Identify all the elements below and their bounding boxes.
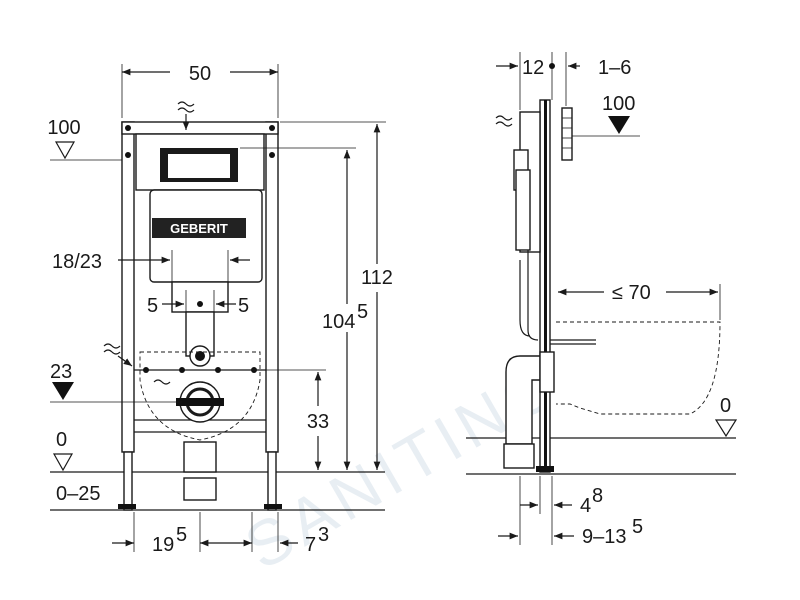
flush-connector-core — [195, 351, 205, 361]
water-supply-icon — [153, 379, 171, 385]
toilet-side-outline — [556, 321, 721, 415]
dim-7-main: 7 — [305, 534, 316, 556]
bolt — [269, 125, 275, 131]
toilet-outline — [139, 351, 261, 441]
level-100-side-label: 100 — [602, 93, 635, 115]
bolt — [143, 367, 149, 373]
reference-point — [549, 63, 555, 69]
drain-bracket-side — [539, 351, 555, 393]
water-supply-icon — [495, 115, 513, 127]
left-rail — [121, 121, 135, 453]
level-100-label: 100 — [47, 117, 80, 139]
dim-0-25: 0–25 — [56, 483, 101, 505]
dim-104-main: 104 — [322, 311, 355, 333]
right-leg — [267, 451, 277, 511]
dim-12: 12 — [522, 57, 544, 79]
left-foot — [118, 504, 136, 509]
left-leg — [123, 451, 133, 511]
level-0-side-label: 0 — [720, 395, 731, 417]
center-mark — [197, 301, 203, 307]
brand-plate — [152, 218, 246, 238]
drain-pipe-lower — [183, 477, 217, 501]
dim-33: 33 — [307, 411, 329, 433]
cistern-lower — [515, 169, 531, 251]
bolt — [179, 367, 185, 373]
water-supply-icon — [177, 101, 195, 113]
level-0-label: 0 — [56, 429, 67, 451]
dim-7-sup: 3 — [318, 524, 329, 546]
water-inlet-arrow — [117, 355, 133, 367]
dim-5-left: 5 — [147, 295, 158, 317]
right-rail — [265, 121, 279, 453]
actuator-side — [561, 107, 573, 161]
dim-depth-70: ≤ 70 — [612, 282, 651, 304]
level-open-triangle — [52, 453, 74, 472]
flush-pipe-side-2 — [519, 260, 531, 337]
side-view: 12 1–6 100 ≤ 70 0 4 8 9–13 5 — [466, 52, 738, 548]
dim-112: 112 — [361, 267, 393, 289]
frame-profile-core — [544, 100, 547, 472]
drain-pipe — [183, 441, 217, 473]
bolt — [125, 152, 131, 158]
right-foot — [264, 504, 282, 509]
drain-bracket — [176, 398, 224, 406]
bolt — [269, 152, 275, 158]
level-23-label: 23 — [50, 361, 72, 383]
dim-19-sup: 5 — [176, 524, 187, 546]
bolt — [215, 367, 221, 373]
frame-foot — [536, 466, 554, 472]
bolt — [125, 125, 131, 131]
drain-bend — [505, 355, 541, 445]
dim-5-right: 5 — [238, 295, 249, 317]
dim-width-50: 50 — [189, 63, 211, 85]
flush-pipe-side — [527, 250, 539, 341]
level-filled-triangle — [52, 382, 74, 400]
dim-1-6: 1–6 — [598, 57, 631, 79]
dim-104-sup: 5 — [357, 301, 368, 323]
level-open-triangle — [54, 141, 76, 160]
dim-18-23: 18/23 — [52, 251, 102, 273]
level-open-triangle — [714, 419, 738, 438]
dim-9-13-main: 9–13 — [582, 526, 627, 548]
dim-4-sup: 8 — [592, 485, 603, 507]
drain-pipe-side — [503, 443, 535, 469]
dim-4-main: 4 — [580, 495, 591, 517]
level-filled-triangle — [608, 116, 630, 134]
dim-19-main: 19 — [152, 534, 174, 556]
front-view: GEBERIT 50 100 — [47, 63, 393, 556]
water-supply-icon — [103, 343, 121, 355]
flush-pipe-upper — [171, 281, 229, 313]
brand-logo: GEBERIT — [170, 221, 228, 236]
dim-9-13-sup: 5 — [632, 516, 643, 538]
top-rail — [121, 121, 279, 135]
actuator-inner — [168, 154, 230, 178]
